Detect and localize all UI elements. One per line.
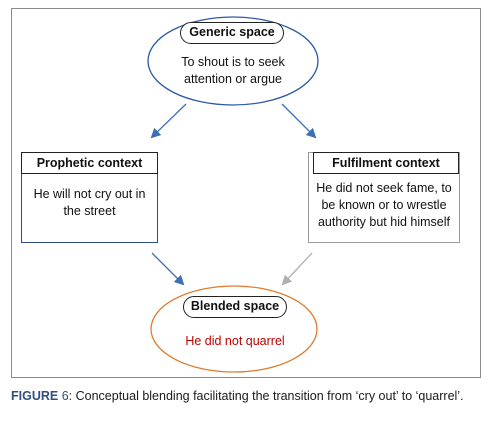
blended-space-ellipse	[150, 285, 318, 373]
arrow-fulfilment-to-blended	[281, 252, 313, 286]
figure-frame	[11, 8, 481, 378]
arrow-prophetic-to-blended	[151, 252, 185, 286]
arrow-generic-to-fulfilment	[281, 103, 317, 139]
fulfilment-context-text-line3: authority but hid himself	[317, 215, 450, 229]
generic-space-ellipse	[147, 16, 319, 106]
prophetic-context-text-line1: He will not cry out in	[33, 187, 146, 201]
blended-space-title: Blended space	[183, 296, 287, 318]
generic-space-title: Generic space	[180, 22, 284, 44]
caption-number: 6	[61, 389, 69, 403]
prophetic-context-text-line2: the street	[63, 204, 116, 218]
figure-caption: FIGURE 6: Conceptual blending facilitati…	[11, 388, 483, 405]
generic-space-text-line2: attention or argue	[184, 72, 282, 86]
generic-space-text-line1: To shout is to seek	[181, 55, 285, 69]
fulfilment-context-title: Fulfilment context	[313, 152, 459, 174]
fulfilment-context-text-line1: He did not seek fame, to	[316, 181, 452, 195]
caption-text: : Conceptual blending facilitating the t…	[68, 389, 464, 403]
blended-space-text: He did not quarrel	[185, 334, 285, 348]
caption-label: FIGURE	[11, 389, 59, 403]
prophetic-context-title: Prophetic context	[21, 152, 158, 174]
arrow-generic-to-prophetic	[150, 103, 187, 139]
fulfilment-context-text-line2: be known or to wrestle	[321, 198, 447, 212]
